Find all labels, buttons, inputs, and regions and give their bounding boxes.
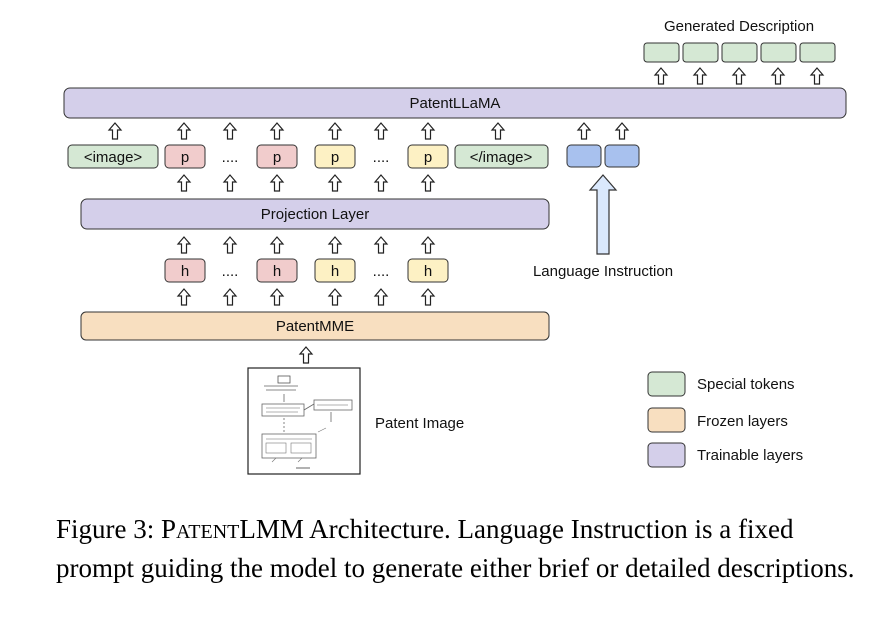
ellipsis: .... [373,263,390,280]
patent-llama-box [63,87,847,119]
p-token [256,144,298,169]
output-token [760,42,797,63]
legend: Special tokens Frozen layers Trainable l… [647,371,803,468]
legend-frozen-label: Frozen layers [697,413,788,430]
figure-caption: Figure 3: PATENTLMM Architecture. Langua… [56,511,856,586]
p-token [314,144,356,169]
patent-mme-label: PatentMME [276,318,354,335]
p-token-label: p [331,149,339,166]
projection-layer-label: Projection Layer [261,206,369,223]
h-token [314,258,356,283]
encoder-output-arrows [177,288,435,306]
h-token-label: h [424,263,432,280]
legend-swatch-trainable [647,442,686,468]
ellipsis: .... [222,149,239,166]
p-token-label: p [181,149,189,166]
patent-mme-box [80,311,550,341]
llama-input-arrows [108,122,629,140]
caption-text: Architecture. Language Instruction is a … [56,514,855,583]
p-token-label: p [424,149,432,166]
projection-output-arrows [177,174,435,192]
projection-layer-box [80,198,550,230]
ellipsis: .... [373,149,390,166]
legend-special-label: Special tokens [697,376,795,393]
caption-name-smallcaps: ATENT [176,521,240,543]
image-input-arrow [299,346,313,364]
caption-name-suffix: LMM [239,514,304,544]
h-token [407,258,449,283]
h-token [256,258,298,283]
instruction-token [566,144,602,168]
caption-name-first: P [161,514,177,544]
p-token [407,144,449,169]
legend-swatch-frozen [647,407,686,433]
output-tokens [643,42,836,63]
output-token [682,42,719,63]
projection-input-arrows [177,236,435,254]
legend-swatch-special [647,371,686,397]
p-token [164,144,206,169]
legend-trainable-label: Trainable layers [697,447,803,464]
architecture-diagram: Generated Description PatentLLaMA <image… [63,18,847,475]
instruction-token [604,144,640,168]
output-token [643,42,680,63]
output-arrows [654,67,824,85]
image-open-token [67,144,159,169]
output-token [721,42,758,63]
p-token-label: p [273,149,281,166]
image-close-label: </image> [470,149,533,166]
caption-prefix: Figure 3: [56,514,161,544]
patent-llama-label: PatentLLaMA [410,95,501,112]
h-token-label: h [273,263,281,280]
output-token [799,42,836,63]
generated-description-label: Generated Description [664,18,814,35]
image-open-label: <image> [84,149,143,166]
language-instruction-label: Language Instruction [533,263,673,280]
patent-image-thumbnail [247,367,361,475]
image-close-token [454,144,549,169]
h-token [164,258,206,283]
h-token-label: h [331,263,339,280]
ellipsis: .... [222,263,239,280]
h-token-label: h [181,263,189,280]
patent-image-label: Patent Image [375,415,464,432]
language-instruction-arrow [588,174,618,255]
